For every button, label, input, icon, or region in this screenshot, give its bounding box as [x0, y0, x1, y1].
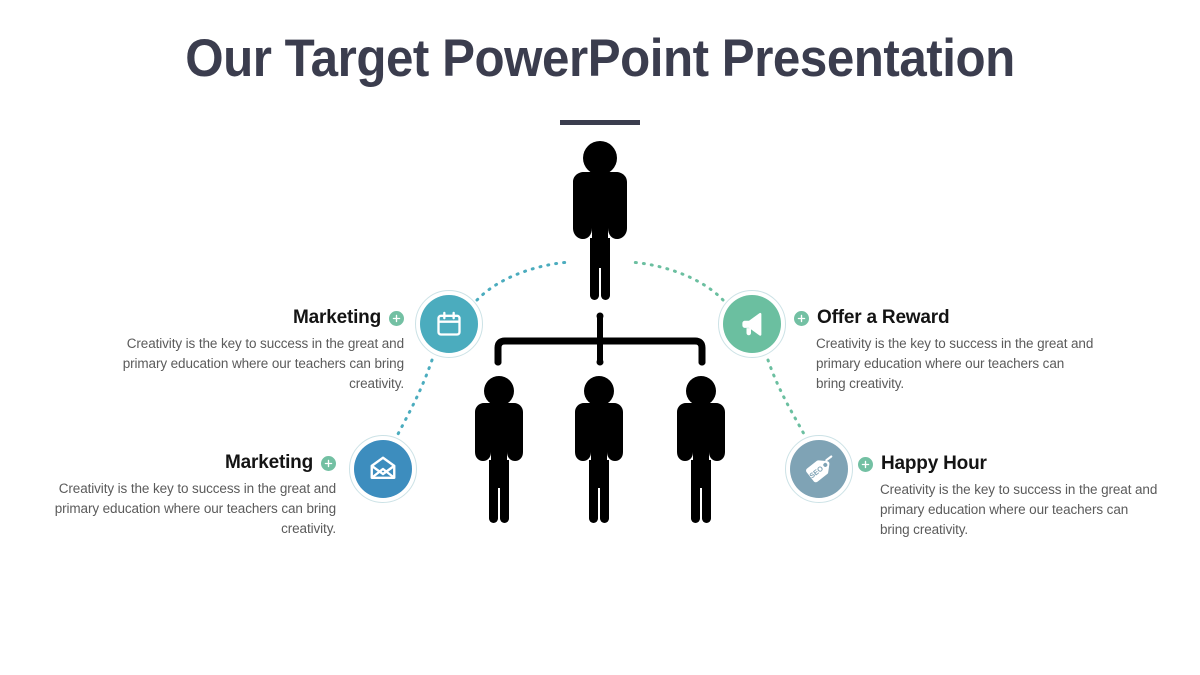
team-figure — [575, 376, 623, 523]
item-title: Marketing — [225, 452, 313, 473]
item-heading-row: Marketing — [104, 307, 404, 329]
calendar-icon-badge[interactable] — [415, 290, 483, 358]
item-body: Creativity is the key to success in the … — [816, 336, 1094, 391]
title-divider — [560, 120, 640, 125]
team-figure — [677, 376, 725, 523]
item-body: Creativity is the key to success in the … — [54, 481, 336, 536]
item-marketing-calendar: Marketing Creativity is the key to succe… — [104, 307, 404, 394]
badge-ring — [349, 435, 417, 503]
envelope-icon — [370, 456, 396, 479]
badge-ring — [415, 290, 483, 358]
plus-circle-icon[interactable] — [858, 456, 873, 472]
item-heading-row: Happy Hour — [858, 453, 1158, 475]
item-title: Offer a Reward — [817, 307, 950, 328]
badge-ring — [718, 290, 786, 358]
item-heading-row: Offer a Reward — [794, 307, 1094, 329]
calendar-icon — [437, 311, 461, 336]
item-offer-a-reward: Offer a Reward Creativity is the key to … — [794, 307, 1094, 394]
item-happy-hour: Happy Hour Creativity is the key to succ… — [858, 453, 1158, 540]
item-body: Creativity is the key to success in the … — [880, 482, 1158, 537]
leader-figure — [573, 141, 627, 300]
connector-reward-to-happyhour — [766, 358, 808, 440]
bracket-connector — [494, 312, 706, 366]
envelope-icon-badge[interactable] — [349, 435, 417, 503]
seo-tag-icon: SEO — [806, 455, 833, 483]
connector-leader-to-reward — [628, 260, 725, 302]
plus-glyph — [861, 460, 870, 468]
plus-circle-icon[interactable] — [794, 310, 809, 326]
item-heading-row: Marketing — [36, 452, 336, 474]
badge-ring — [785, 435, 853, 503]
megaphone-icon — [742, 312, 762, 336]
plus-circle-icon[interactable] — [389, 310, 404, 326]
item-body: Creativity is the key to success in the … — [122, 336, 404, 391]
megaphone-icon-badge[interactable] — [718, 290, 786, 358]
connector-calendar-to-email — [394, 358, 434, 440]
dotted-connectors — [394, 260, 808, 440]
page-title: Our Target PowerPoint Presentation — [185, 29, 1015, 88]
item-title: Marketing — [293, 307, 381, 328]
seo-tag-icon-badge[interactable]: SEO — [785, 435, 853, 503]
plus-glyph — [324, 459, 333, 467]
team-figure — [475, 376, 523, 523]
item-marketing-email: Marketing Creativity is the key to succe… — [36, 452, 336, 539]
plus-glyph — [392, 314, 401, 322]
connector-leader-to-calendar — [475, 260, 572, 302]
plus-circle-icon[interactable] — [321, 455, 336, 471]
item-title: Happy Hour — [881, 453, 987, 474]
plus-glyph — [797, 314, 806, 322]
